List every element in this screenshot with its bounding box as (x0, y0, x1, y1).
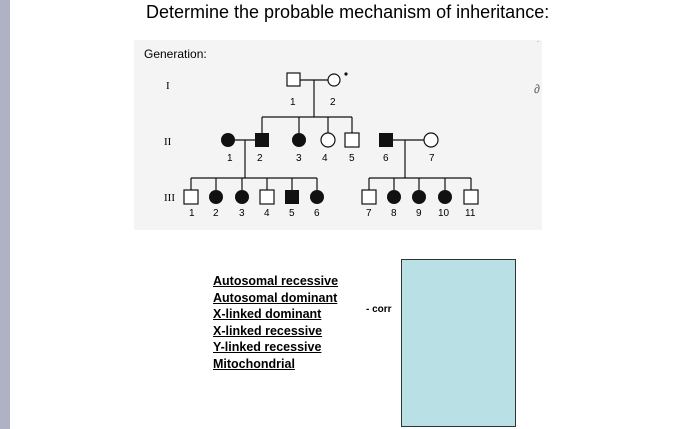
gen3-number: 6 (314, 208, 320, 219)
gen2-number: 4 (322, 153, 328, 164)
stray-mark: ˙ (537, 40, 540, 50)
gen2-female-1 (221, 133, 235, 147)
gen3-number: 4 (264, 208, 270, 219)
gen2-male-2 (255, 133, 269, 147)
generation-III-label: III (164, 192, 175, 204)
gen3-female-9 (412, 190, 426, 204)
option-y-linked-recessive[interactable]: Y-linked recessive (213, 340, 322, 354)
gen3-female-2 (209, 190, 223, 204)
gen1-male-1 (286, 72, 301, 87)
gen2-number: 5 (349, 153, 355, 164)
corr-text: - corr (366, 304, 392, 315)
gen2-male-6 (379, 133, 393, 147)
gen2-male-5 (344, 132, 360, 148)
gen2-female-3 (292, 133, 306, 147)
generation-I-label: I (166, 80, 170, 92)
option-mitochondrial[interactable]: Mitochondrial (213, 356, 295, 371)
gen3-number: 10 (438, 208, 450, 219)
gen3-female-8 (387, 190, 401, 204)
gen2-number: 1 (227, 153, 233, 164)
gen2-number: 3 (296, 153, 302, 164)
gen3-male-5 (285, 190, 299, 204)
generation-II-label: II (164, 136, 172, 148)
gen3-male-11 (463, 189, 479, 205)
gen3-male-1 (183, 189, 199, 205)
option-x-linked-recessive[interactable]: X-linked recessive (213, 323, 323, 338)
generation-label: Generation: (144, 47, 207, 61)
answer-box[interactable] (401, 259, 516, 427)
option-autosomal-recessive[interactable]: Autosomal recessive (213, 274, 339, 288)
stray-mark: ∂ (534, 82, 540, 96)
gen2-number: 6 (383, 153, 389, 164)
option-autosomal-dominant[interactable]: Autosomal dominant (213, 290, 338, 305)
gen3-number: 7 (366, 208, 372, 219)
gen3-female-10 (438, 190, 452, 204)
gen2-female-7 (423, 132, 439, 148)
gen3-male-4 (259, 189, 275, 205)
gen2-number: 7 (429, 153, 435, 164)
gen2-number: 2 (257, 153, 263, 164)
option-x-linked-dominant[interactable]: X-linked dominant (213, 307, 322, 321)
gen3-number: 2 (213, 208, 219, 219)
gen1-number: 1 (290, 97, 296, 108)
answer-options: Autosomal recessive Autosomal dominant X… (213, 273, 338, 372)
gen3-number: 11 (465, 208, 476, 219)
gen3-number: 1 (189, 208, 195, 219)
left-edge-bar (0, 0, 10, 429)
gen3-number: 9 (416, 208, 422, 219)
gen3-number: 5 (289, 208, 295, 219)
gen2-female-4 (320, 132, 336, 148)
gen3-number: 3 (239, 208, 245, 219)
gen3-female-6 (310, 190, 324, 204)
gen3-female-3 (235, 190, 249, 204)
gen1-number: 2 (330, 97, 336, 108)
gen3-male-7 (361, 189, 377, 205)
question-title: Determine the probable mechanism of inhe… (146, 2, 550, 22)
gen1-female-2 (327, 73, 341, 87)
gen3-number: 8 (391, 208, 397, 219)
